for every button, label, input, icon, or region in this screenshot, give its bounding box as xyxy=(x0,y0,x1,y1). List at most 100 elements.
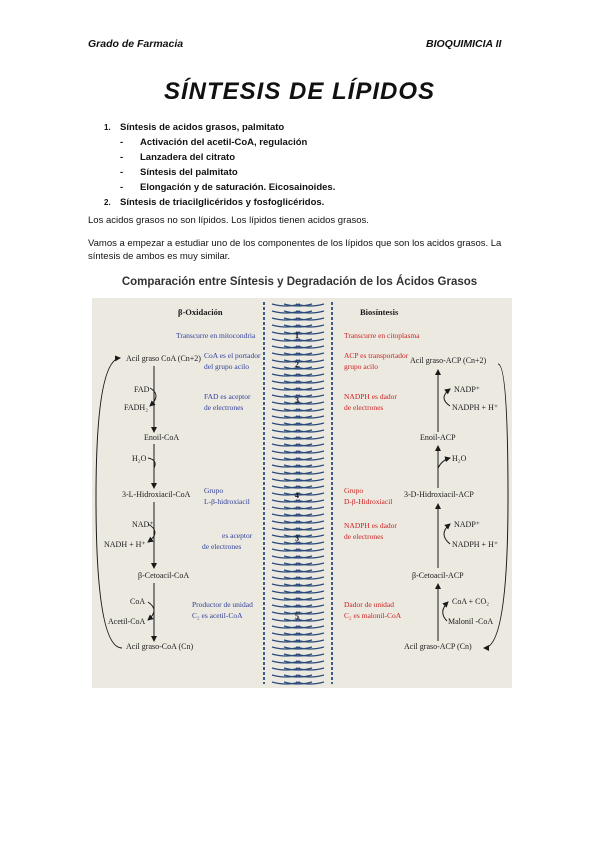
left-chain-item: H₂O xyxy=(132,454,147,463)
membrane-lipid xyxy=(295,401,325,405)
membrane-lipid xyxy=(295,422,325,426)
left-note: del grupo acilo xyxy=(204,362,249,371)
membrane-lipid xyxy=(283,387,313,391)
step-number: 3 xyxy=(295,396,299,405)
membrane-lipid xyxy=(295,590,325,594)
membrane-lipid xyxy=(295,317,325,321)
right-flow-arrows xyxy=(435,363,509,651)
right-chain-item: NADP⁺ xyxy=(454,520,480,529)
left-chain-item: Enoil-CoA xyxy=(144,433,179,442)
membrane-lipid xyxy=(283,464,313,468)
membrane-lipid xyxy=(295,492,325,496)
left-note: es aceptor xyxy=(222,531,253,540)
membrane-lipid xyxy=(295,394,325,398)
membrane-lipid xyxy=(295,485,325,489)
step-number: 4 xyxy=(295,491,299,500)
membrane-lipid xyxy=(283,681,313,685)
membrane-lipid xyxy=(283,541,313,545)
paragraph: Los acidos grasos no son lípidos. Los lí… xyxy=(88,215,369,226)
membrane-lipid xyxy=(295,632,325,636)
left-note: CoA es el portador xyxy=(204,351,261,360)
membrane-lipid xyxy=(295,387,325,391)
membrane-lipid xyxy=(283,646,313,650)
membrane-lipid xyxy=(295,674,325,678)
step-number: 1 xyxy=(295,331,299,340)
left-note: de electrones xyxy=(202,542,241,551)
membrane-lipid xyxy=(283,667,313,671)
membrane-lipid xyxy=(295,653,325,657)
membrane-lipid xyxy=(283,520,313,524)
outline-item: 2. Síntesis de triacilglicéridos y fosfo… xyxy=(104,195,335,210)
membrane-lipid xyxy=(283,618,313,622)
membrane-lipid xyxy=(295,310,325,314)
membrane-lipid xyxy=(295,555,325,559)
membrane-lipid xyxy=(283,660,313,664)
membrane-lipid xyxy=(283,450,313,454)
right-note: NADPH es dador xyxy=(344,521,397,530)
outline-subitem: -Elongación y de saturación. Eicosainoid… xyxy=(120,182,336,193)
outline-subitem-text: Elongación y de saturación. Eicosainoide… xyxy=(140,182,336,193)
membrane-lipid xyxy=(283,506,313,510)
membrane-lipid xyxy=(295,534,325,538)
outline-subitem-text: Síntesis del palmitato xyxy=(140,167,238,178)
right-chain-item: CoA + CO₂ xyxy=(452,597,489,606)
membrane-lipid xyxy=(283,485,313,489)
membrane-lipid xyxy=(295,541,325,545)
membrane-lipid xyxy=(283,317,313,321)
membrane-lipid xyxy=(295,471,325,475)
left-chain-item: Acil graso CoA (Cn+2) xyxy=(126,354,201,363)
membrane-lipid xyxy=(295,373,325,377)
right-note: ACP es transportador xyxy=(344,351,409,360)
left-heading: β-Oxidación xyxy=(178,307,223,317)
right-chain-item: β-Cetoacil-ACP xyxy=(412,571,464,580)
right-chain-item: Enoil-ACP xyxy=(420,433,456,442)
membrane-lipid xyxy=(283,632,313,636)
membrane-lipid xyxy=(295,478,325,482)
membrane-lipid xyxy=(283,401,313,405)
membrane-lipid xyxy=(295,331,325,335)
membrane-lipid xyxy=(295,345,325,349)
membrane-lipid xyxy=(283,338,313,342)
membrane-lipid xyxy=(283,443,313,447)
header-subject: BIOQUIMICIA II xyxy=(426,38,502,50)
membrane-lipid xyxy=(283,625,313,629)
membrane-lipid xyxy=(283,324,313,328)
left-chain-item: FAD xyxy=(134,385,150,394)
outline-subitem: -Activación del acetil-CoA, regulación xyxy=(120,137,308,148)
membrane-lipid xyxy=(283,331,313,335)
membrane-lipid xyxy=(283,422,313,426)
membrane-lipid xyxy=(295,611,325,615)
outline-subitem: -Síntesis del palmitato xyxy=(120,167,238,178)
membrane-lipid xyxy=(283,310,313,314)
membrane-lipid xyxy=(283,499,313,503)
membrane-lipid xyxy=(283,674,313,678)
left-note: de electrones xyxy=(204,403,243,412)
membrane-lipid xyxy=(283,534,313,538)
right-chain-item: Malonil -CoA xyxy=(448,617,493,626)
right-note: Transcurre en citoplasma xyxy=(344,331,420,340)
membrane-lipid xyxy=(295,576,325,580)
membrane-lipid xyxy=(283,513,313,517)
membrane-lipid xyxy=(295,415,325,419)
membrane-lipid xyxy=(295,520,325,524)
right-chain-item: H₂O xyxy=(452,454,467,463)
step-number: 3 xyxy=(295,534,299,543)
membrane-lipid xyxy=(283,576,313,580)
membrane-lipid xyxy=(295,513,325,517)
paragraph: Vamos a empezar a estudiar uno de los co… xyxy=(88,238,502,262)
right-note: C₂ es malonil-CoA xyxy=(344,611,402,620)
membrane-lipid xyxy=(295,646,325,650)
membrane-lipid xyxy=(283,653,313,657)
membrane-lipid xyxy=(295,443,325,447)
membrane-lipid xyxy=(295,380,325,384)
outline-item: 1. Síntesis de acidos grasos, palmitato xyxy=(104,120,335,135)
membrane-lipid xyxy=(283,303,313,307)
membrane-lipid xyxy=(295,408,325,412)
membrane-lipid xyxy=(295,583,325,587)
membrane-lipid xyxy=(283,548,313,552)
topic-outline: 1. Síntesis de acidos grasos, palmitato … xyxy=(104,120,335,210)
right-note: D-β-Hidroxiacil xyxy=(344,497,392,506)
left-note: L-β-hidroxiacil xyxy=(204,497,250,506)
right-chain-item: NADPH + H⁺ xyxy=(452,403,498,412)
left-chain-item: 3-L-Hidroxiacil-CoA xyxy=(122,490,191,499)
